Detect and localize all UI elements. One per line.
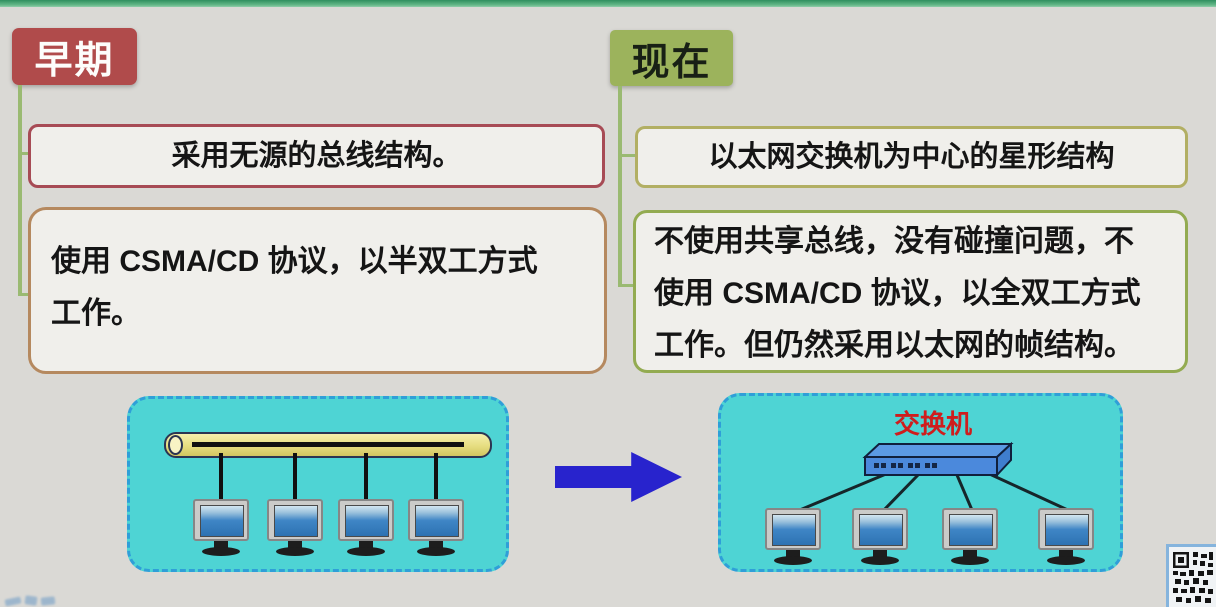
switch-top-face bbox=[862, 443, 1014, 458]
monitor-base bbox=[861, 556, 899, 565]
monitor-base bbox=[347, 547, 385, 556]
bus-drop-cable bbox=[364, 453, 368, 502]
bus-cable bbox=[164, 432, 492, 458]
monitor-stand bbox=[786, 550, 800, 557]
computer-monitor bbox=[338, 499, 394, 559]
early-badge: 早期 bbox=[12, 28, 137, 85]
monitor-stand bbox=[429, 541, 443, 548]
computer-monitor bbox=[1038, 508, 1094, 568]
monitor-screen bbox=[772, 514, 816, 546]
monitor-base bbox=[1047, 556, 1085, 565]
now-badge: 现在 bbox=[610, 30, 733, 86]
now-branch-stub-1 bbox=[618, 154, 635, 157]
monitor-frame bbox=[408, 499, 464, 541]
bus-drop-cable bbox=[293, 453, 297, 502]
early-box-bus-structure: 采用无源的总线结构。 bbox=[28, 124, 605, 188]
monitor-screen bbox=[345, 505, 389, 537]
top-accent-bar bbox=[0, 0, 1216, 7]
bus-drop-cable bbox=[434, 453, 438, 502]
early-branch-stub-2 bbox=[18, 293, 30, 296]
monitor-stand bbox=[359, 541, 373, 548]
monitor-frame bbox=[765, 508, 821, 550]
monitor-base bbox=[276, 547, 314, 556]
monitor-stand bbox=[214, 541, 228, 548]
switch-front-face bbox=[864, 456, 998, 476]
bus-cable-open-end bbox=[168, 435, 183, 455]
computer-monitor bbox=[852, 508, 908, 568]
monitor-screen bbox=[415, 505, 459, 537]
monitor-frame bbox=[193, 499, 249, 541]
monitor-frame bbox=[267, 499, 323, 541]
early-branch-line bbox=[18, 85, 22, 296]
monitor-screen bbox=[274, 505, 318, 537]
monitor-frame bbox=[338, 499, 394, 541]
now-box-full-duplex: 不使用共享总线，没有碰撞问题，不 使用 CSMA/CD 协议，以全双工方式 工作… bbox=[633, 210, 1188, 373]
bus-topology-panel bbox=[127, 396, 509, 572]
monitor-stand bbox=[963, 550, 977, 557]
monitor-base bbox=[774, 556, 812, 565]
qr-code bbox=[1166, 544, 1216, 607]
monitor-base bbox=[951, 556, 989, 565]
monitor-frame bbox=[942, 508, 998, 550]
switch-and-links-graphic bbox=[794, 441, 1071, 514]
monitor-screen bbox=[200, 505, 244, 537]
watermark-fragment bbox=[4, 594, 71, 607]
monitor-base bbox=[202, 547, 240, 556]
monitor-stand bbox=[288, 541, 302, 548]
monitor-screen bbox=[949, 514, 993, 546]
computer-monitor bbox=[942, 508, 998, 568]
now-box-star-structure: 以太网交换机为中心的星形结构 bbox=[635, 126, 1188, 188]
monitor-stand bbox=[1059, 550, 1073, 557]
computer-monitor bbox=[408, 499, 464, 559]
switch-label: 交换机 bbox=[893, 409, 972, 439]
star-topology-panel: 交换机 bbox=[718, 393, 1123, 572]
early-branch-stub-1 bbox=[18, 152, 30, 155]
switch-ports bbox=[874, 463, 937, 468]
monitor-stand bbox=[873, 550, 887, 557]
now-branch-line bbox=[618, 86, 622, 287]
monitor-frame bbox=[852, 508, 908, 550]
monitor-frame bbox=[1038, 508, 1094, 550]
monitor-screen bbox=[859, 514, 903, 546]
bus-cable-core bbox=[192, 442, 464, 447]
early-box-csma-half-duplex: 使用 CSMA/CD 协议，以半双工方式 工作。 bbox=[28, 207, 607, 374]
evolution-arrow-icon bbox=[555, 452, 682, 502]
monitor-screen bbox=[1045, 514, 1089, 546]
bus-drop-cable bbox=[219, 453, 223, 502]
monitor-base bbox=[417, 547, 455, 556]
computer-monitor bbox=[267, 499, 323, 559]
computer-monitor bbox=[193, 499, 249, 559]
now-branch-stub-2 bbox=[618, 284, 633, 287]
computer-monitor bbox=[765, 508, 821, 568]
